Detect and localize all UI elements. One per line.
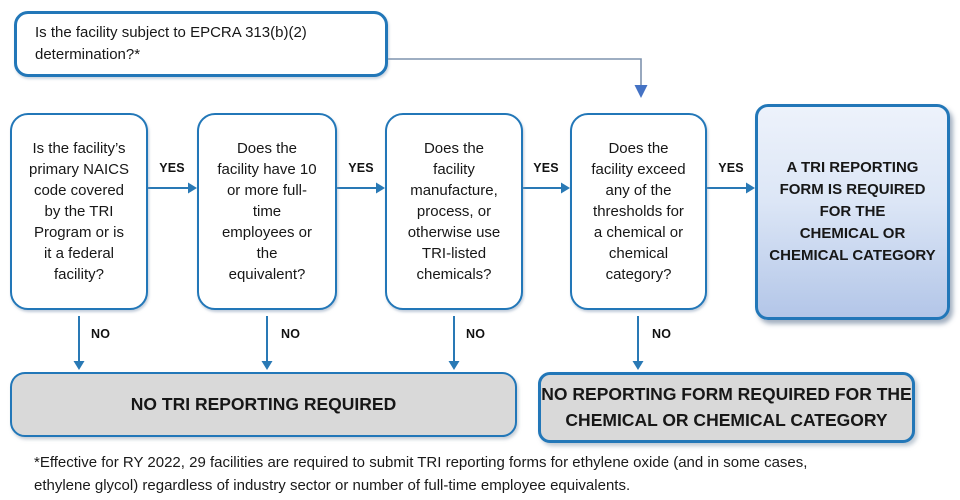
down-arrowhead-icon <box>261 361 273 370</box>
yes-label-4: YES <box>718 161 744 175</box>
yes-label-1: YES <box>159 161 185 175</box>
no-label-2: NO <box>281 327 301 341</box>
right-arrowhead-icon <box>376 182 385 194</box>
right-arrowhead-icon <box>561 182 570 194</box>
question-text: Does the facility manufacture, process, … <box>407 140 501 283</box>
down-arrowhead-icon <box>632 361 644 370</box>
down-arrowhead-icon <box>73 361 85 370</box>
yes-label-2: YES <box>348 161 374 175</box>
yes-arrow-3 <box>523 182 570 194</box>
no-arrow-1 <box>73 316 85 370</box>
right-arrowhead-icon <box>746 182 755 194</box>
down-arrowhead-icon <box>634 85 648 98</box>
outcome-text: A TRI REPORTING FORM IS REQUIRED FOR THE… <box>769 158 936 265</box>
epcra-determination-text: Is the facility subject to EPCRA 313(b)(… <box>35 23 307 64</box>
outcome-form-required-box: A TRI REPORTING FORM IS REQUIRED FOR THE… <box>755 104 950 320</box>
down-arrowhead-icon <box>448 361 460 370</box>
question-text: Is the facility’s primary NAICS code cov… <box>28 140 129 283</box>
outcome-no-form-required-box: NO REPORTING FORM REQUIRED FOR THE CHEMI… <box>538 372 915 443</box>
outcome-no-reporting-box: NO TRI REPORTING REQUIRED <box>10 372 517 437</box>
epcra-determination-box: Is the facility subject to EPCRA 313(b)(… <box>14 11 388 77</box>
no-arrow-4 <box>632 316 644 370</box>
yes-arrow-1 <box>148 182 197 194</box>
question-text: Does the facility exceed any of the thre… <box>591 140 686 283</box>
no-label-3: NO <box>466 327 486 341</box>
question-box-thresholds: Does the facility exceed any of the thre… <box>570 113 707 310</box>
question-text: Does the facility have 10 or more full- … <box>217 140 317 283</box>
yes-arrow-2 <box>337 182 385 194</box>
footnote: *Effective for RY 2022, 29 facilities ar… <box>34 454 808 494</box>
no-arrow-3 <box>448 316 460 370</box>
no-label-1: NO <box>91 327 111 341</box>
connector-line <box>388 58 642 85</box>
question-box-naics: Is the facility’s primary NAICS code cov… <box>10 113 148 310</box>
outcome-text: NO TRI REPORTING REQUIRED <box>130 394 397 414</box>
outcome-text: NO REPORTING FORM REQUIRED FOR THE CHEMI… <box>541 384 912 430</box>
no-label-4: NO <box>652 327 672 341</box>
question-box-chemicals: Does the facility manufacture, process, … <box>385 113 523 310</box>
yes-label-3: YES <box>533 161 559 175</box>
no-arrow-2 <box>261 316 273 370</box>
yes-arrow-4 <box>707 182 755 194</box>
epcra-connector <box>388 58 648 98</box>
right-arrowhead-icon <box>188 182 197 194</box>
question-box-employees: Does the facility have 10 or more full- … <box>197 113 337 310</box>
